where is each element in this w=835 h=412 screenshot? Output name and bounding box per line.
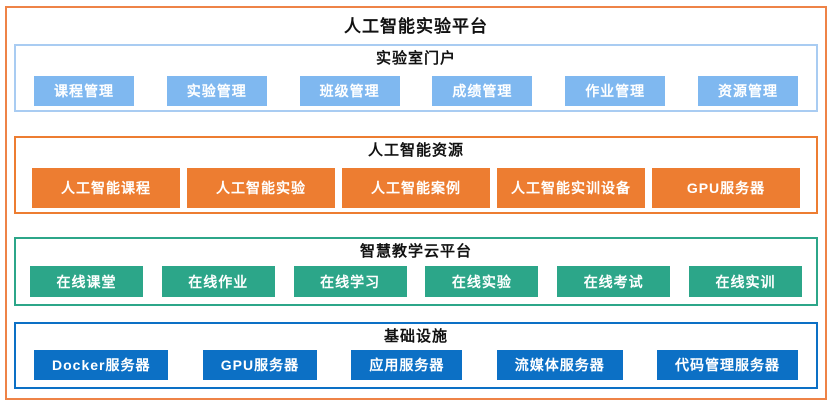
infra-node-app-server: 应用服务器: [351, 350, 463, 380]
layer-smart-teaching-cloud: 智慧教学云平台 在线课堂 在线作业 在线学习 在线实验 在线考试 在线实训: [14, 237, 818, 306]
cloud-node-online-homework: 在线作业: [161, 266, 275, 297]
portal-node-course-mgmt: 课程管理: [34, 76, 134, 106]
cloud-node-online-training: 在线实训: [688, 266, 802, 297]
layer-lab-portal-title: 实验室门户: [375, 50, 456, 67]
infra-node-streaming-server: 流媒体服务器: [496, 350, 623, 380]
portal-node-experiment-mgmt: 实验管理: [166, 76, 267, 106]
cloud-node-online-learning: 在线学习: [293, 266, 407, 297]
ai-node-gpu-server: GPU服务器: [652, 168, 800, 208]
layer-lab-portal-row: 课程管理 实验管理 班级管理 成绩管理 作业管理 资源管理: [16, 76, 816, 106]
outer-frame: 人工智能实验平台 实验室门户 课程管理 实验管理 班级管理 成绩管理 作业管理 …: [5, 6, 827, 400]
layer-ai-resources-row: 人工智能课程 人工智能实验 人工智能案例 人工智能实训设备 GPU服务器: [16, 168, 816, 208]
layer-lab-portal: 实验室门户 课程管理 实验管理 班级管理 成绩管理 作业管理 资源管理: [14, 44, 818, 112]
infra-node-docker-server: Docker服务器: [34, 350, 169, 380]
cloud-node-online-experiment: 在线实验: [425, 266, 539, 297]
layer-ai-resources: 人工智能资源 人工智能课程 人工智能实验 人工智能案例 人工智能实训设备 GPU…: [14, 136, 818, 214]
ai-node-courses: 人工智能课程: [32, 168, 180, 208]
portal-node-resource-mgmt: 资源管理: [697, 76, 798, 106]
infra-node-code-mgmt-server: 代码管理服务器: [657, 350, 798, 380]
diagram-title: 人工智能实验平台: [344, 17, 488, 36]
ai-node-experiments: 人工智能实验: [187, 168, 335, 208]
portal-node-class-mgmt: 班级管理: [299, 76, 400, 106]
portal-node-grade-mgmt: 成绩管理: [432, 76, 533, 106]
infra-node-gpu-server: GPU服务器: [202, 350, 318, 380]
cloud-node-online-class: 在线课堂: [30, 266, 143, 297]
ai-node-cases: 人工智能案例: [342, 168, 490, 208]
portal-node-homework-mgmt: 作业管理: [565, 76, 666, 106]
ai-node-training-devices: 人工智能实训设备: [497, 168, 645, 208]
layer-smart-teaching-cloud-row: 在线课堂 在线作业 在线学习 在线实验 在线考试 在线实训: [16, 266, 816, 297]
layer-infrastructure-row: Docker服务器 GPU服务器 应用服务器 流媒体服务器 代码管理服务器: [16, 350, 816, 380]
layer-smart-teaching-cloud-title: 智慧教学云平台: [359, 243, 472, 260]
layer-infrastructure: 基础设施 Docker服务器 GPU服务器 应用服务器 流媒体服务器 代码管理服…: [14, 322, 818, 389]
layer-infrastructure-title: 基础设施: [383, 328, 448, 345]
layer-ai-resources-title: 人工智能资源: [367, 142, 464, 159]
cloud-node-online-exam: 在线考试: [557, 266, 671, 297]
